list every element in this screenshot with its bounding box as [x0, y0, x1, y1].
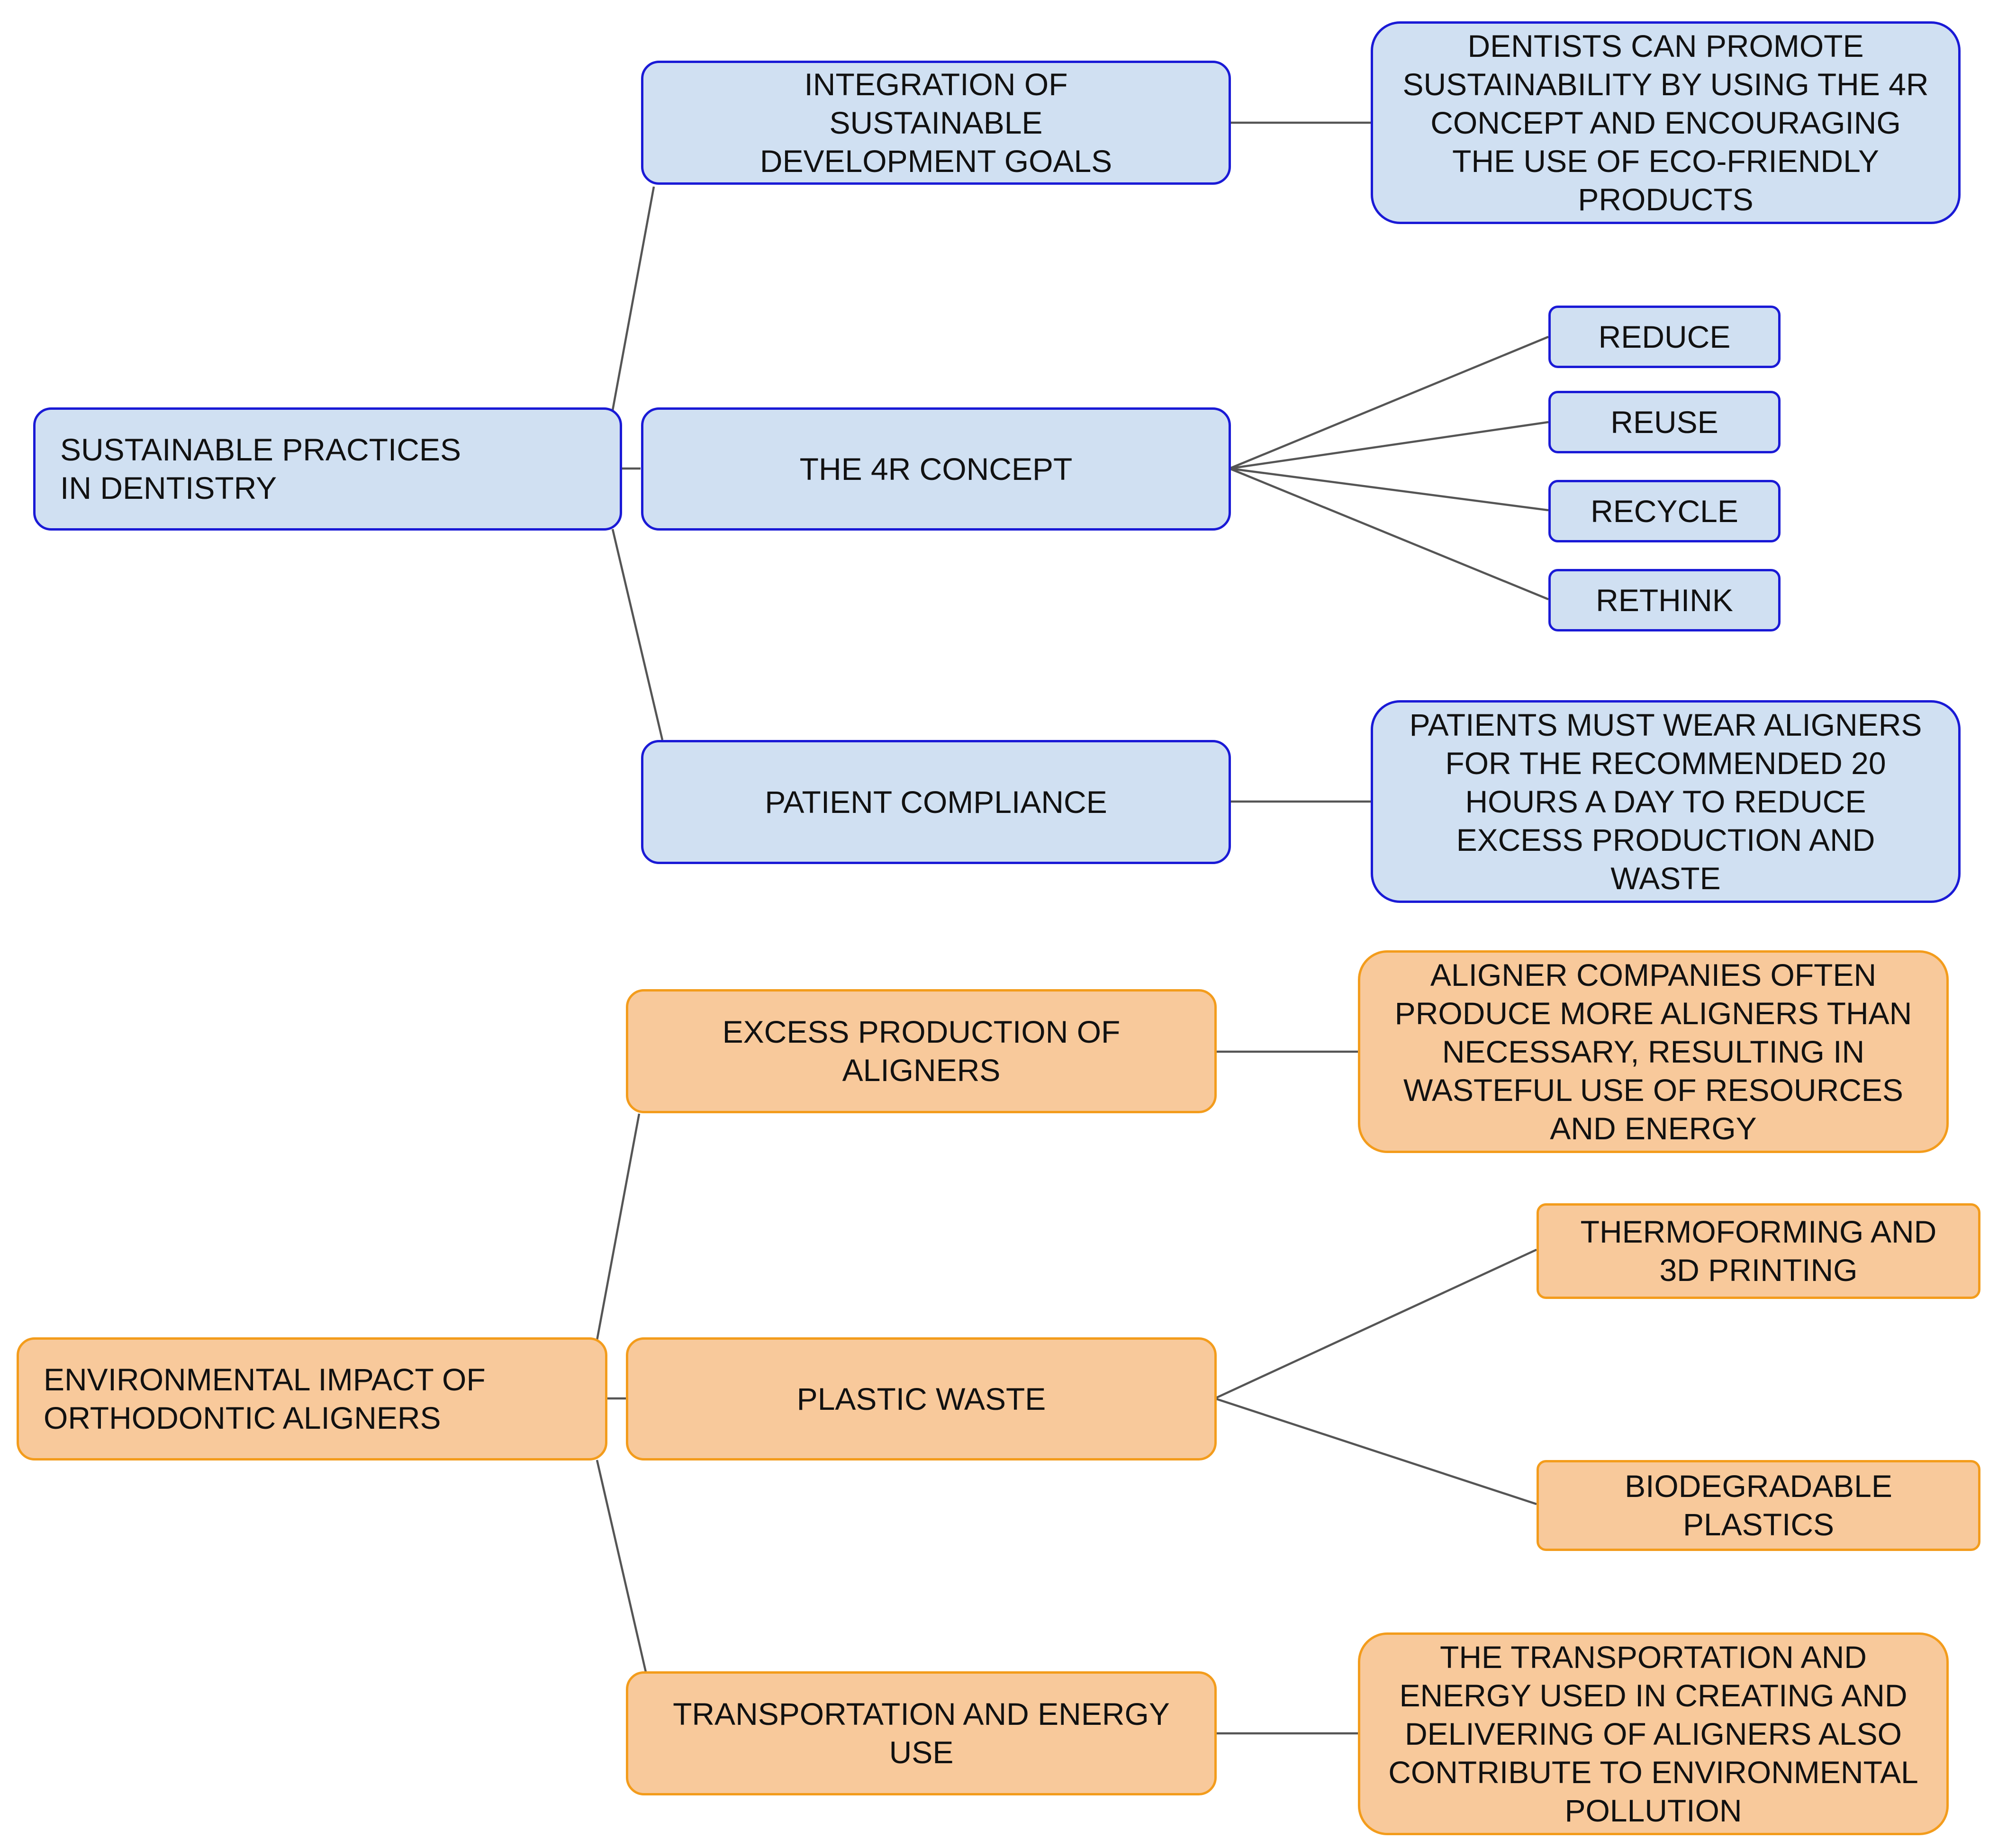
biodegradable-plastics-node: BIODEGRADABLE PLASTICS	[1537, 1460, 1980, 1551]
node-label: PATIENTS MUST WEAR ALIGNERS FOR THE RECO…	[1409, 707, 1922, 896]
node-label: PATIENT COMPLIANCE	[765, 784, 1107, 820]
node-label: REDUCE	[1598, 319, 1731, 354]
connector-line	[611, 529, 664, 740]
connector-line	[611, 186, 655, 411]
node-label: BIODEGRADABLE PLASTICS	[1625, 1469, 1892, 1542]
sdg-integration-node: INTEGRATION OF SUSTAINABLE DEVELOPMENT G…	[641, 61, 1231, 185]
excess-production-detail-node: ALIGNER COMPANIES OFTEN PRODUCE MORE ALI…	[1358, 950, 1949, 1153]
environmental-impact-root-node: ENVIRONMENTAL IMPACT OF ORTHODONTIC ALIG…	[17, 1337, 607, 1460]
patient-compliance-node: PATIENT COMPLIANCE	[641, 740, 1231, 864]
transportation-energy-node: TRANSPORTATION AND ENERGY USE	[626, 1671, 1217, 1795]
connector-line	[1229, 467, 1549, 601]
node-label: EXCESS PRODUCTION OF ALIGNERS	[722, 1014, 1121, 1088]
connector-line	[1229, 335, 1549, 470]
node-label: INTEGRATION OF SUSTAINABLE DEVELOPMENT G…	[759, 66, 1112, 179]
node-label: RECYCLE	[1591, 493, 1738, 529]
node-label: THE TRANSPORTATION AND ENERGY USED IN CR…	[1388, 1639, 1918, 1828]
connector-line	[596, 1460, 648, 1677]
compliance-detail-node: PATIENTS MUST WEAR ALIGNERS FOR THE RECO…	[1371, 700, 1961, 903]
sustainable-practices-root-node: SUSTAINABLE PRACTICES IN DENTISTRY	[33, 407, 622, 531]
node-label: DENTISTS CAN PROMOTE SUSTAINABILITY BY U…	[1402, 28, 1929, 217]
node-label: SUSTAINABLE PRACTICES IN DENTISTRY	[60, 432, 461, 505]
recycle-node: RECYCLE	[1548, 480, 1781, 542]
sdg-detail-node: DENTISTS CAN PROMOTE SUSTAINABILITY BY U…	[1371, 21, 1961, 224]
node-label: PLASTIC WASTE	[796, 1381, 1046, 1416]
connector-line	[1214, 1248, 1537, 1400]
four-r-concept-node: THE 4R CONCEPT	[641, 407, 1231, 531]
reduce-node: REDUCE	[1548, 306, 1781, 368]
rethink-node: RETHINK	[1548, 569, 1781, 631]
node-label: THERMOFORMING AND 3D PRINTING	[1580, 1214, 1937, 1288]
reuse-node: REUSE	[1548, 391, 1781, 453]
node-label: THE 4R CONCEPT	[799, 451, 1073, 487]
node-label: ALIGNER COMPANIES OFTEN PRODUCE MORE ALI…	[1394, 957, 1912, 1146]
connector-line	[1229, 421, 1549, 470]
thermoforming-node: THERMOFORMING AND 3D PRINTING	[1537, 1203, 1980, 1299]
plastic-waste-node: PLASTIC WASTE	[626, 1337, 1217, 1460]
node-label: RETHINK	[1596, 582, 1733, 618]
excess-production-node: EXCESS PRODUCTION OF ALIGNERS	[626, 989, 1217, 1113]
connector-line	[596, 1113, 641, 1341]
connector-line	[1229, 467, 1549, 512]
node-label: ENVIRONMENTAL IMPACT OF ORTHODONTIC ALIG…	[44, 1362, 486, 1435]
transportation-detail-node: THE TRANSPORTATION AND ENERGY USED IN CR…	[1358, 1632, 1949, 1835]
node-label: REUSE	[1610, 404, 1718, 440]
node-label: TRANSPORTATION AND ENERGY USE	[673, 1696, 1170, 1770]
connector-line	[1214, 1397, 1537, 1505]
